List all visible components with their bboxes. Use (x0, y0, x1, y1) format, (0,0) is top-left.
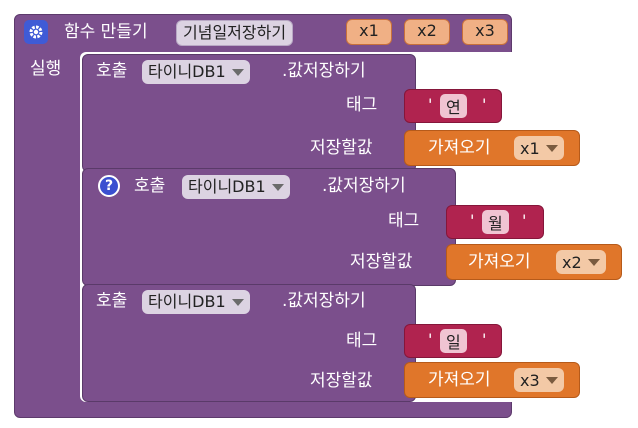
component-dropdown[interactable]: 타이니DB1 (142, 290, 250, 314)
method-label: .값저장하기 (282, 291, 366, 311)
quote-open: ' (428, 95, 433, 114)
chevron-down-icon (271, 183, 284, 191)
chevron-down-icon (545, 376, 558, 384)
call-label: 호출 (134, 176, 166, 196)
value-label: 저장할값 (350, 252, 413, 272)
do-label: 실행 (30, 59, 62, 79)
get-var-dropdown[interactable]: x2 (556, 250, 606, 274)
quote-open: ' (470, 211, 475, 230)
chevron-down-icon (231, 68, 244, 76)
tag-label: 태그 (346, 95, 378, 115)
chevron-down-icon (587, 258, 600, 266)
component-name: 타이니DB1 (148, 292, 226, 311)
warning-mark: ? (104, 178, 114, 194)
component-dropdown[interactable]: 타이니DB1 (182, 175, 290, 199)
tag-label: 태그 (388, 211, 420, 231)
quote-close: ' (522, 211, 527, 230)
get-label: 가져오기 (428, 370, 491, 390)
get-var-dropdown[interactable]: x3 (514, 368, 564, 392)
get-var-name: x3 (520, 370, 540, 390)
component-dropdown[interactable]: 타이니DB1 (142, 60, 250, 84)
component-name: 타이니DB1 (148, 62, 226, 81)
quote-close: ' (482, 95, 487, 114)
method-label: .값저장하기 (282, 61, 366, 81)
quote-open: ' (428, 330, 433, 349)
param-x3[interactable]: x3 (462, 19, 508, 45)
warning-icon[interactable]: ? (98, 175, 120, 197)
quote-close: ' (482, 330, 487, 349)
param-x1[interactable]: x1 (346, 19, 392, 45)
value-label: 저장할값 (310, 138, 373, 158)
call-label: 호출 (96, 61, 128, 81)
get-var-name: x1 (520, 138, 540, 158)
procedure-label: 함수 만들기 (64, 22, 148, 42)
get-label: 가져오기 (428, 138, 491, 158)
param-x2[interactable]: x2 (404, 19, 450, 45)
method-label: .값저장하기 (322, 176, 406, 196)
chevron-down-icon (231, 298, 244, 306)
gear-icon[interactable] (24, 20, 48, 44)
get-var-name: x2 (562, 252, 582, 272)
component-name: 타이니DB1 (188, 177, 266, 196)
text-value[interactable]: 월 (482, 210, 509, 234)
procedure-name-field[interactable]: 기념일저장하기 (176, 20, 294, 46)
get-var-dropdown[interactable]: x1 (514, 136, 564, 160)
tag-label: 태그 (346, 331, 378, 351)
value-label: 저장할값 (310, 371, 373, 391)
text-value[interactable]: 연 (440, 94, 467, 118)
chevron-down-icon (545, 144, 558, 152)
get-label: 가져오기 (468, 252, 531, 272)
call-label: 호출 (96, 291, 128, 311)
text-value[interactable]: 일 (440, 329, 467, 353)
